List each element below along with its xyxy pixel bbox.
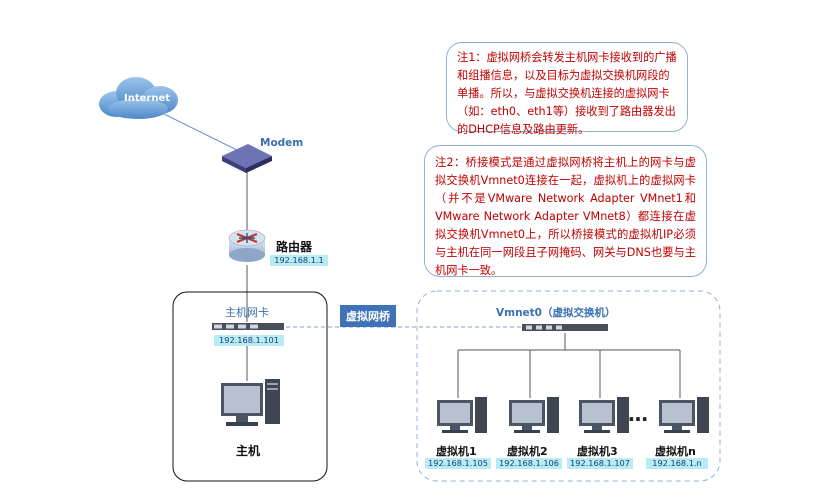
modem-label: Modem xyxy=(260,137,304,149)
vm-ellipsis: … xyxy=(628,402,648,426)
vm2-label: 虚拟机2 xyxy=(507,445,548,458)
vswitch-label: Vmnet0（虚拟交换机） xyxy=(496,307,616,319)
virtual-network-area xyxy=(416,290,721,482)
note-2: 注2：桥接模式是通过虚拟网桥将主机上的网卡与虚拟交换机Vmnet0连接在一起，虚… xyxy=(424,145,707,277)
note-1: 注1：虚拟网桥会转发主机网卡接收到的广播和组播信息，以及目标为虚拟交换机网段的单… xyxy=(446,42,688,136)
vm3-label: 虚拟机3 xyxy=(577,445,618,458)
vm1-ip: 192.168.1.105 xyxy=(425,458,491,469)
vm2-computer-icon xyxy=(509,397,559,433)
vm1-label: 虚拟机1 xyxy=(436,445,477,458)
host-nic-label: 主机网卡 xyxy=(225,306,269,319)
note-1-text: 注1：虚拟网桥会转发主机网卡接收到的广播和组播信息，以及目标为虚拟交换机网段的单… xyxy=(457,51,677,136)
router-label: 路由器 xyxy=(276,240,313,254)
host-label: 主机 xyxy=(236,444,261,458)
virtual-bridge-label: 虚拟网桥 xyxy=(340,305,396,327)
vmn-ip: 192.168.1.n xyxy=(646,458,708,469)
host-nic-icon xyxy=(212,323,284,330)
host-box xyxy=(172,291,328,482)
vmn-label: 虚拟机n xyxy=(655,445,696,458)
modem-icon xyxy=(222,144,272,173)
vm3-ip: 192.168.1.107 xyxy=(567,458,633,469)
vm2-ip: 192.168.1.106 xyxy=(496,458,562,469)
router-icon xyxy=(228,229,266,262)
router-ip: 192.168.1.1 xyxy=(270,255,328,266)
vm3-computer-icon xyxy=(579,397,629,433)
vswitch-icon xyxy=(522,324,608,331)
host-computer-icon xyxy=(221,379,280,426)
internet-modem-link xyxy=(157,110,242,153)
internet-label: Internet xyxy=(124,93,171,104)
note-2-text: 注2：桥接模式是通过虚拟网桥将主机上的网卡与虚拟交换机Vmnet0连接在一起，虚… xyxy=(435,156,696,277)
vmn-computer-icon xyxy=(659,397,709,433)
vm1-computer-icon xyxy=(437,397,487,433)
internet-cloud-icon xyxy=(99,77,178,119)
host-nic-ip: 192.168.1.101 xyxy=(214,335,284,346)
